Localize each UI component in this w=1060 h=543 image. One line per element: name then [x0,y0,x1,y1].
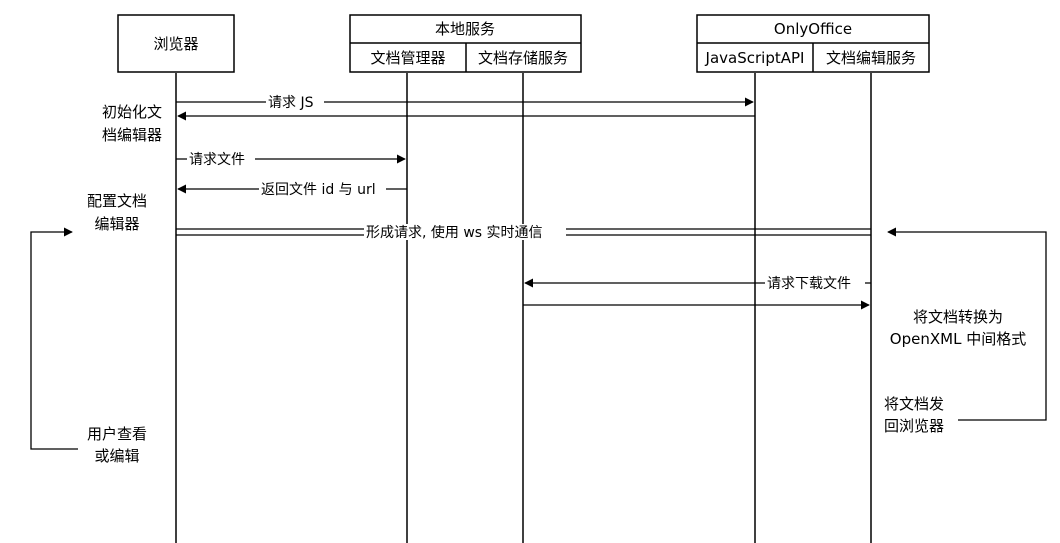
message-request-file: 请求文件 [176,151,406,168]
message-return-file: 返回文件 id 与 url [177,181,407,198]
note-convert-openxml: 将文档转换为 OpenXML 中间格式 [890,308,1026,348]
request-download-label: 请求下载文件 [767,276,851,292]
svg-text:档编辑器: 档编辑器 [102,126,162,144]
svg-text:将文档转换为: 将文档转换为 [913,308,1003,326]
svg-text:或编辑: 或编辑 [94,447,139,465]
browser-label: 浏览器 [153,35,198,53]
participant-local-service: 本地服务 文档管理器 文档存储服务 [349,14,582,73]
svg-text:OpenXML 中间格式: OpenXML 中间格式 [890,330,1026,348]
request-js-label: 请求 JS [268,95,314,111]
loop-right-connector [887,227,1047,421]
svg-text:用户查看: 用户查看 [87,425,147,443]
note-send-back: 将文档发 回浏览器 [884,395,944,435]
doc-storage-label: 文档存储服务 [478,49,568,67]
message-ws-connection: 形成请求, 使用 ws 实时通信 [176,224,871,241]
js-api-label: JavaScriptAPI [705,49,805,67]
note-user-view-edit: 用户查看 或编辑 [87,425,147,465]
svg-text:编辑器: 编辑器 [94,215,139,233]
doc-editor-service-label: 文档编辑服务 [826,49,916,67]
onlyoffice-title: OnlyOffice [774,20,852,38]
request-file-label: 请求文件 [189,152,245,168]
note-init-editor: 初始化文 档编辑器 [102,103,162,144]
svg-text:回浏览器: 回浏览器 [884,417,944,435]
svg-text:配置文档: 配置文档 [87,192,147,210]
message-request-download: 请求下载文件 [524,275,871,292]
loop-left-connector [30,227,78,450]
svg-text:初始化文: 初始化文 [102,103,162,121]
svg-text:将文档发: 将文档发 [884,395,944,413]
local-service-title: 本地服务 [435,20,495,38]
doc-manager-label: 文档管理器 [370,49,445,67]
participant-browser: 浏览器 [117,14,235,73]
note-config-editor: 配置文档 编辑器 [87,192,147,233]
message-request-js: 请求 JS [176,94,754,111]
participant-onlyoffice: OnlyOffice JavaScriptAPI 文档编辑服务 [696,14,930,73]
return-file-label: 返回文件 id 与 url [261,182,376,198]
form-request-label: 形成请求, 使用 ws 实时通信 [366,224,543,241]
